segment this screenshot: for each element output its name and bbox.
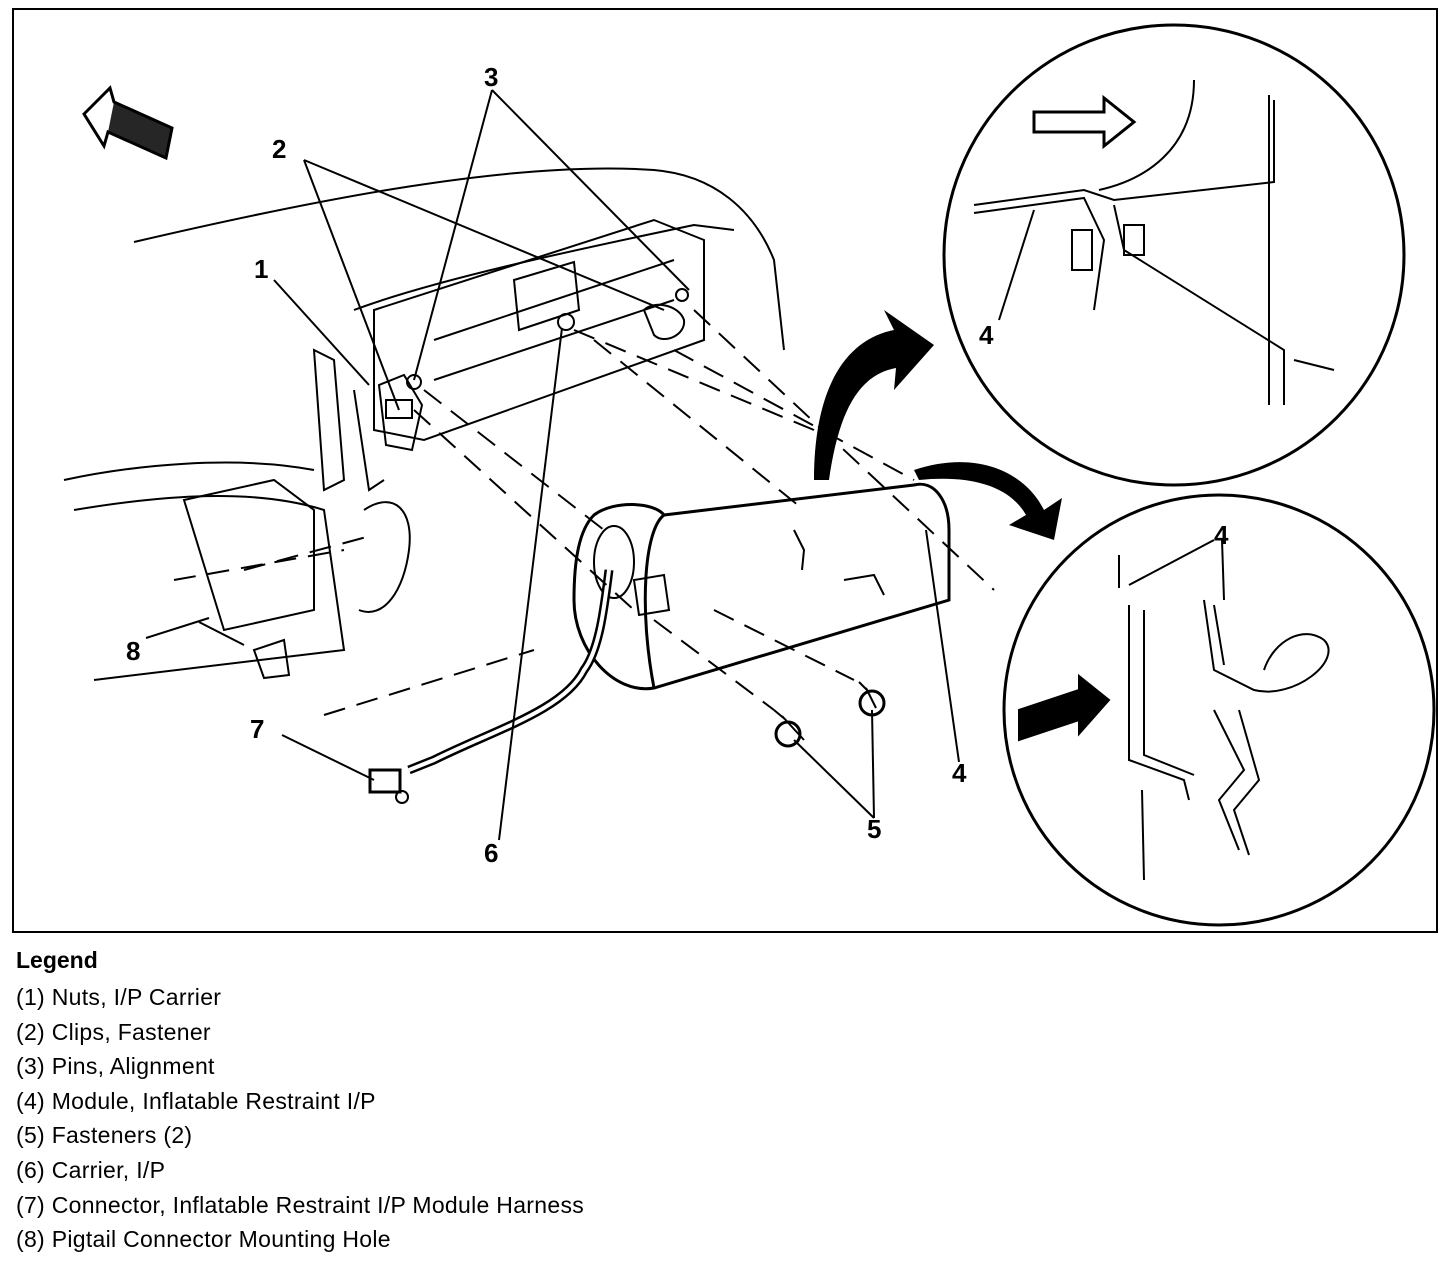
callout-4-lower-detail: 4: [1214, 520, 1229, 550]
detail-pointer-arrows: [814, 310, 1062, 540]
callout-4-upper-detail: 4: [979, 320, 994, 350]
legend-item: (8) Pigtail Connector Mounting Hole: [16, 1226, 391, 1253]
exploded-view-drawing: 1 2 3 4 4 4 5 6 7 8: [63, 23, 1436, 927]
direction-arrow-top-left: [82, 85, 174, 161]
legend-list: (1) Nuts, I/P Carrier (2) Clips, Fastene…: [16, 980, 916, 1257]
callout-6: 6: [484, 838, 498, 868]
callout-8: 8: [126, 636, 140, 666]
legend-item: (1) Nuts, I/P Carrier: [16, 984, 222, 1010]
legend-item: (5) Fasteners (2): [16, 1122, 193, 1149]
legend: Legend (1) Nuts, I/P Carrier (2) Clips, …: [16, 946, 916, 1257]
detail-circle-lower: [1002, 493, 1436, 927]
callout-2: 2: [272, 134, 286, 164]
legend-item: (3) Pins, Alignment: [16, 1053, 215, 1080]
callout-5: 5: [867, 814, 881, 844]
detail-circle-upper: [942, 23, 1406, 487]
callout-numbers: 1 2 3 4 4 4 5 6 7 8: [126, 62, 1229, 868]
legend-item: (2) Clips, Fastener: [16, 1018, 211, 1045]
instrument-panel-outline: [63, 167, 785, 681]
legend-item: (6) Carrier, I/P: [16, 1156, 166, 1183]
assembly-guide-lines: [173, 309, 995, 716]
diagram-frame: 1 2 3 4 4 4 5 6 7 8: [12, 8, 1438, 933]
legend-title: Legend: [16, 947, 98, 973]
inflatable-restraint-module: [572, 482, 951, 691]
module-harness: [368, 569, 614, 804]
leader-lines: [145, 89, 960, 841]
ip-carrier: [373, 218, 705, 452]
callout-1: 1: [254, 254, 268, 284]
legend-item: (7) Connector, Inflatable Restraint I/P …: [16, 1191, 585, 1218]
callout-4-module: 4: [952, 758, 967, 788]
legend-item: (4) Module, Inflatable Restraint I/P: [16, 1087, 376, 1114]
callout-3: 3: [484, 62, 498, 92]
callout-7: 7: [250, 714, 264, 744]
fasteners: [773, 681, 886, 748]
